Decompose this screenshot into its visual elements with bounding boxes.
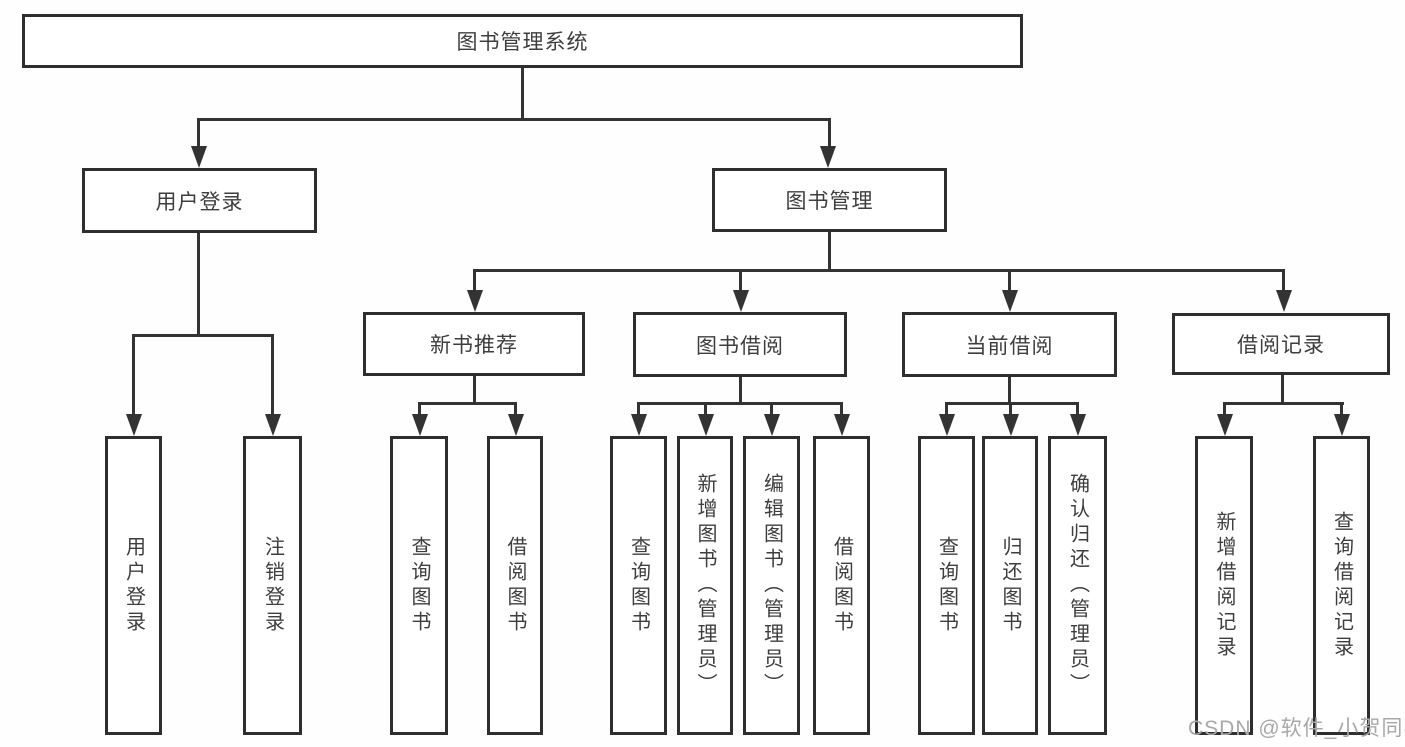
connector-line — [770, 402, 773, 416]
connector-line — [1223, 402, 1226, 416]
node-label: 用户登录 — [155, 190, 244, 214]
connector-line — [1281, 375, 1284, 405]
connector-line — [197, 118, 200, 148]
node-label: 当前借阅 — [965, 334, 1054, 358]
arrow-down-icon — [834, 414, 850, 436]
node-label: 图书借阅 — [696, 334, 784, 358]
arrow-down-icon — [467, 290, 483, 312]
connector-line — [1008, 377, 1011, 405]
connector-line — [1009, 402, 1012, 416]
leaf-label: 注销登录 — [261, 535, 284, 636]
leaf-label: 新增借阅记录 — [1213, 510, 1235, 661]
connector-line — [945, 402, 1079, 405]
arrow-down-icon — [1276, 290, 1292, 312]
leaf-label: 编辑图书（管理员） — [760, 473, 783, 698]
connector-line — [1223, 402, 1344, 405]
connector-line — [418, 402, 517, 405]
node-user-login: 用户登录 — [82, 168, 317, 233]
arrow-down-icon — [939, 414, 955, 436]
leaf-confirm-return-admin: 确认归还（管理员） — [1048, 436, 1107, 735]
arrow-down-icon — [1070, 414, 1086, 436]
leaf-query-borrowing-record: 查询借阅记录 — [1313, 436, 1370, 735]
connector-line — [637, 402, 843, 405]
leaf-query-books-current: 查询图书 — [918, 436, 975, 735]
arrow-down-icon — [126, 414, 142, 436]
node-new-book-recommendation: 新书推荐 — [363, 312, 585, 376]
connector-line — [739, 269, 742, 292]
leaf-label: 查询图书 — [935, 535, 958, 636]
connector-line — [1008, 269, 1011, 292]
leaf-label: 用户登录 — [122, 535, 145, 636]
arrow-down-icon — [764, 414, 780, 436]
node-label: 新书推荐 — [430, 334, 518, 357]
connector-line — [1282, 269, 1285, 292]
leaf-user-login: 用户登录 — [105, 436, 162, 735]
leaf-query-books-recommendation: 查询图书 — [390, 436, 448, 735]
leaf-edit-books-admin: 编辑图书（管理员） — [743, 436, 800, 735]
leaf-borrow-books-borrowing: 借阅图书 — [813, 436, 870, 735]
leaf-borrow-books-recommendation: 借阅图书 — [487, 436, 543, 735]
arrow-down-icon — [265, 414, 281, 436]
connector-line — [840, 402, 843, 416]
node-label: 图书管理系统 — [456, 31, 589, 54]
connector-line — [197, 233, 200, 337]
leaf-label: 借阅图书 — [504, 535, 526, 636]
connector-line — [1340, 402, 1343, 416]
node-library-management-system: 图书管理系统 — [22, 14, 1023, 68]
leaf-add-borrowing-record: 新增借阅记录 — [1195, 436, 1253, 735]
arrow-down-icon — [1002, 290, 1018, 312]
connector-line — [828, 232, 831, 272]
leaf-add-books-admin: 新增图书（管理员） — [677, 436, 733, 735]
connector-line — [132, 334, 274, 337]
arrow-down-icon — [1217, 414, 1233, 436]
arrow-down-icon — [631, 414, 647, 436]
connector-line — [828, 118, 831, 148]
node-current-borrowing: 当前借阅 — [902, 312, 1117, 377]
arrow-down-icon — [1003, 414, 1019, 436]
connector-line — [739, 377, 742, 405]
connector-line — [637, 402, 640, 416]
connector-line — [418, 402, 421, 416]
connector-line — [271, 334, 274, 414]
leaf-label: 查询借阅记录 — [1330, 510, 1353, 661]
connector-line — [197, 118, 831, 121]
node-borrowing-records: 借阅记录 — [1172, 313, 1390, 375]
connector-line — [473, 269, 476, 292]
csdn-watermark: CSDN @软件_小贺同学 — [1188, 717, 1405, 740]
leaf-label: 查询图书 — [627, 535, 650, 636]
arrow-down-icon — [733, 290, 749, 312]
arrow-down-icon — [820, 146, 836, 168]
connector-line — [473, 269, 1285, 272]
arrow-down-icon — [508, 414, 524, 436]
connector-line — [521, 68, 524, 121]
connector-line — [514, 402, 517, 416]
arrow-down-icon — [412, 414, 428, 436]
leaf-logout: 注销登录 — [243, 436, 302, 735]
arrow-down-icon — [698, 414, 714, 436]
connector-line — [473, 376, 476, 405]
leaf-return-books: 归还图书 — [982, 436, 1038, 735]
node-book-management: 图书管理 — [712, 168, 947, 232]
leaf-query-books-borrowing: 查询图书 — [610, 436, 667, 735]
leaf-label: 确认归还（管理员） — [1066, 473, 1089, 698]
connector-line — [1076, 402, 1079, 416]
node-label: 图书管理 — [785, 190, 874, 213]
arrow-down-icon — [1334, 414, 1350, 436]
connector-line — [704, 402, 707, 416]
node-book-borrowing: 图书借阅 — [633, 312, 847, 377]
leaf-label: 借阅图书 — [830, 535, 853, 636]
leaf-label: 归还图书 — [999, 535, 1021, 636]
connector-line — [132, 334, 135, 414]
arrow-down-icon — [191, 146, 207, 168]
leaf-label: 查询图书 — [408, 535, 430, 636]
leaf-label: 新增图书（管理员） — [694, 473, 716, 698]
node-label: 借阅记录 — [1237, 334, 1325, 357]
connector-line — [945, 402, 948, 416]
